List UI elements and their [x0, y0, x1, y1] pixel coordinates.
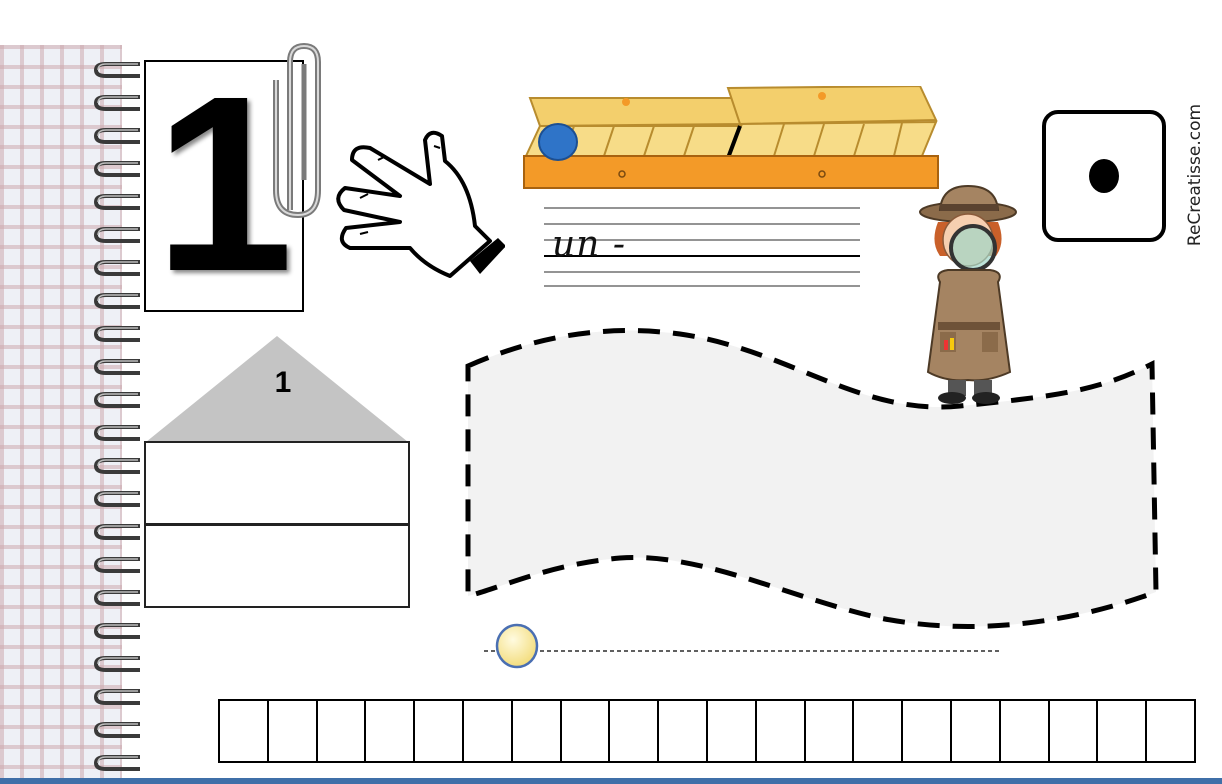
spiral-ring	[93, 656, 140, 672]
roof-label: 1	[274, 366, 292, 399]
watermark: ReCreatisse.com	[1180, 95, 1210, 265]
grid-cell[interactable]	[806, 701, 855, 761]
grid-cell[interactable]	[464, 701, 513, 761]
grid-cell[interactable]	[415, 701, 464, 761]
writing-grid[interactable]	[218, 699, 1196, 763]
spiral-ring	[93, 689, 140, 705]
grid-cell[interactable]	[952, 701, 1001, 761]
house-row-top[interactable]	[144, 441, 410, 525]
spiral-ring	[93, 260, 140, 276]
spiral-ring	[93, 755, 140, 771]
house-row-bottom[interactable]	[144, 524, 410, 608]
spiral-ring	[93, 161, 140, 177]
grid-cell[interactable]	[366, 701, 416, 761]
spiral-ring	[93, 590, 140, 606]
grid-cell[interactable]	[1001, 701, 1050, 761]
grid-cell[interactable]	[708, 701, 757, 761]
spiral-ring	[93, 128, 140, 144]
spiral-ring	[93, 359, 140, 375]
big-digit: 1	[154, 44, 294, 323]
grid-cell[interactable]	[757, 701, 806, 761]
spiral-binding	[93, 62, 140, 771]
spiral-ring	[93, 557, 140, 573]
spiral-ring	[93, 227, 140, 243]
grid-cell[interactable]	[220, 701, 269, 761]
wavy-drawing-zone[interactable]	[460, 320, 1170, 640]
spiral-ring	[93, 62, 140, 78]
watermark-text: ReCreatisse.com	[1185, 103, 1205, 247]
house-roof	[146, 336, 408, 442]
spiral-ring	[93, 524, 140, 540]
grid-cell[interactable]	[562, 701, 611, 761]
spiral-ring	[93, 293, 140, 309]
hand-one-finger-icon	[336, 130, 505, 278]
paperclip-icon	[273, 42, 321, 219]
bottom-band	[0, 778, 1222, 784]
spiral-ring	[93, 458, 140, 474]
dotted-line	[484, 650, 1000, 652]
ball-icon[interactable]	[494, 622, 542, 670]
spiral-ring	[93, 425, 140, 441]
cursive-word: un -	[552, 224, 626, 265]
spiral-ring	[93, 491, 140, 507]
grid-cell[interactable]	[1147, 701, 1194, 761]
spiral-ring	[93, 326, 140, 342]
spiral-ring	[93, 95, 140, 111]
die-icon	[1042, 110, 1166, 242]
spiral-ring	[93, 392, 140, 408]
grid-cell[interactable]	[659, 701, 708, 761]
spiral-ring	[93, 623, 140, 639]
notebook-margin	[0, 45, 122, 784]
grid-cell[interactable]	[513, 701, 562, 761]
bead-tray-icon	[523, 86, 939, 189]
grid-cell[interactable]	[1098, 701, 1148, 761]
grid-cell[interactable]	[854, 701, 904, 761]
grid-cell[interactable]	[1050, 701, 1099, 761]
spiral-ring	[93, 194, 140, 210]
grid-cell[interactable]	[610, 701, 660, 761]
grid-cell[interactable]	[318, 701, 367, 761]
grid-cell[interactable]	[269, 701, 318, 761]
spiral-ring	[93, 722, 140, 738]
writing-lines	[544, 207, 860, 287]
grid-cell[interactable]	[903, 701, 952, 761]
detective-icon	[919, 184, 1017, 404]
